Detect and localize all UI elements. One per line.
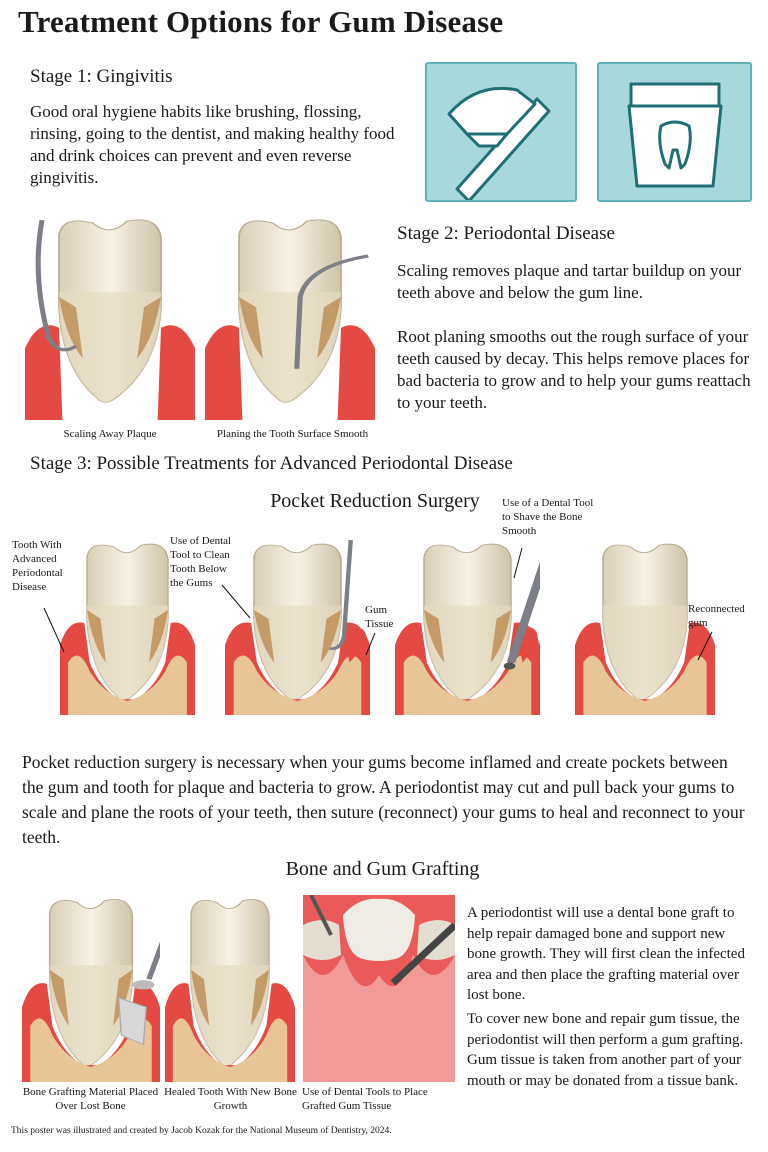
caption-bone-graft: Bone Grafting Material Placed Over Lost … xyxy=(22,1086,159,1112)
caption-scaling: Scaling Away Plaque xyxy=(63,428,157,440)
planing-tooth-illustration xyxy=(205,215,375,420)
label-gum-tissue: Gum Tissue xyxy=(365,604,394,630)
gum-graft-text: To cover new bone and repair gum tissue,… xyxy=(467,1011,744,1089)
pocket-surgery-heading: Pocket Reduction Surgery xyxy=(270,490,480,512)
stage2-heading: Stage 2: Periodontal Disease xyxy=(397,223,615,244)
healed-tooth-illustration xyxy=(165,895,295,1082)
label-advanced-disease: Tooth With Advanced Periodontal Disease xyxy=(12,539,63,593)
caption-healed-tooth: Healed Tooth With New Bone Growth xyxy=(164,1086,297,1112)
stage2-scaling-text: Scaling removes plaque and tartar buildu… xyxy=(397,261,742,302)
toothbrush-icon xyxy=(425,62,577,202)
shave-bone-illustration xyxy=(395,540,540,715)
gum-graft-illustration xyxy=(303,895,455,1082)
caption-gum-graft: Use of Dental Tools to Place Grafted Gum… xyxy=(302,1086,428,1112)
caption-planing: Planing the Tooth Surface Smooth xyxy=(216,428,369,440)
stage1-heading: Stage 1: Gingivitis xyxy=(30,66,173,87)
label-shave-tool: Use of a Dental Tool to Shave the Bone S… xyxy=(502,497,594,537)
bone-graft-illustration xyxy=(22,895,160,1082)
label-clean-tool: Use of Dental Tool to Clean Tooth Below … xyxy=(170,535,232,589)
bone-graft-text: A periodontist will use a dental bone gr… xyxy=(467,905,745,1003)
clean-below-gums-illustration xyxy=(225,540,370,715)
grafting-heading: Bone and Gum Grafting xyxy=(285,858,480,880)
scaling-plaque-illustration xyxy=(25,215,195,420)
stage1-text: Good oral hygiene habits like brushing, … xyxy=(30,102,395,187)
stage2-planing-text: Root planing smooths out the rough surfa… xyxy=(397,327,751,412)
stage3-heading: Stage 3: Possible Treatments for Advance… xyxy=(30,453,513,474)
footer-credit: This poster was illustrated and created … xyxy=(11,1126,392,1136)
dental-floss-icon xyxy=(597,62,752,202)
page-title: Treatment Options for Gum Disease xyxy=(18,4,504,39)
label-reconnected-gum: Reconnected gum xyxy=(688,603,745,629)
pocket-surgery-text: Pocket reduction surgery is necessary wh… xyxy=(22,752,745,847)
